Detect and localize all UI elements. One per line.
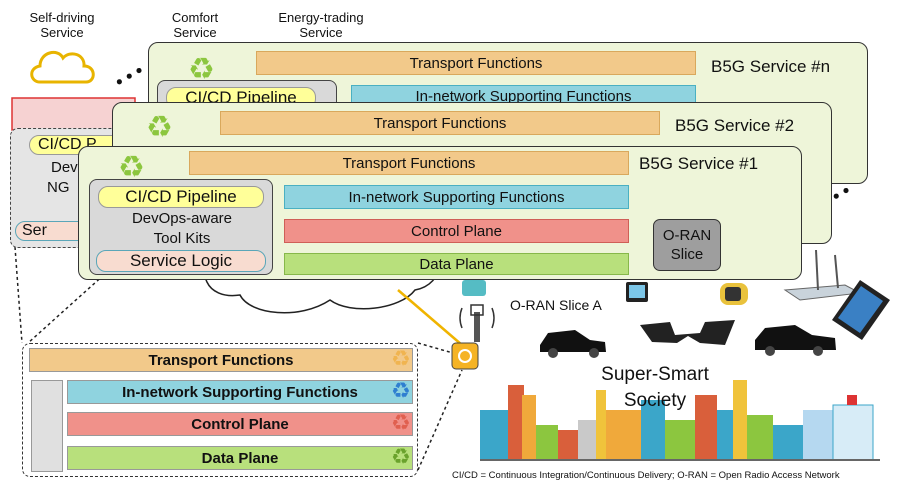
recycle-icon-control: ♻ [391,410,411,435]
service-label-comfort: Comfort Service [171,10,219,40]
slice-detail-box: Transport Functions In-network Supportin… [22,343,418,477]
edge-node-icon [451,342,479,370]
card-1-devops-line2: Tool Kits [153,230,211,247]
card-1-oran-line2: Slice [670,246,704,263]
detail-side-block [31,380,63,472]
card-1-data-bar: Data Plane [284,253,629,275]
card-1-devops-line1: DevOps-aware [131,210,233,227]
recycle-icon-data: ♻ [391,444,411,469]
smartwatch-icon [720,283,748,305]
society-line1: Super-Smart [601,364,709,385]
society-title: Super-Smart Society [590,362,720,414]
recycle-icon-transport: ♻ [391,346,411,371]
card-n-title: B5G Service #n [711,57,831,76]
service-card-1: Transport Functions B5G Service #1 CI/CD… [78,146,802,280]
recycle-icon-isf: ♻ [391,378,411,403]
footnote: CI/CD = Continuous Integration/Continuou… [452,470,840,481]
card-2-title: B5G Service #2 [675,116,795,135]
detail-isf-bar: In-network Supporting Functions [67,380,413,404]
detail-data-bar: Data Plane [67,446,413,470]
card-1-isf-bar: In-network Supporting Functions [284,185,629,209]
tablet-icon [832,280,890,340]
recycle-icon-card-2: ♻ [146,111,173,144]
card-1-service-logic: Service Logic [96,250,266,272]
recycle-icon-card-n: ♻ [188,53,215,86]
society-line2: Society [623,390,687,411]
cloud-icon [30,50,95,84]
detail-control-bar: Control Plane [67,412,413,436]
service-label-self-driving: Self-driving Service [29,10,95,40]
back-devops-label: Dev [51,159,78,176]
back-ng-label: NG [47,179,70,196]
card-1-oran-line1: O-RAN [662,227,712,244]
router-icon [783,249,862,301]
card-1-title: B5G Service #1 [639,154,759,173]
card-n-transport-bar: Transport Functions [256,51,696,75]
recycle-icon-card-1: ♻ [118,151,145,184]
smart-glasses-icon [640,320,735,345]
detail-transport-bar: Transport Functions [29,348,413,372]
antenna-icon-a [459,304,495,342]
oran-slice-a-label: O-RAN Slice A [510,297,602,313]
card-2-transport-bar: Transport Functions [220,111,660,135]
car-icon-2 [755,325,836,356]
card-1-cicd-box: CI/CD Pipeline DevOps-aware Tool Kits Se… [89,179,273,275]
car-icon-1 [540,330,606,358]
card-1-oran-slice: O-RAN Slice [653,219,721,271]
card-1-cicd-label: CI/CD Pipeline [98,186,264,208]
card-1-transport-bar: Transport Functions [189,151,629,175]
card-1-control-bar: Control Plane [284,219,629,243]
card-n-isf-bar: In-network Supporting Functions [351,85,696,107]
city-skyline [480,380,880,461]
service-label-energy-trading: Energy-trading Service [278,10,364,40]
